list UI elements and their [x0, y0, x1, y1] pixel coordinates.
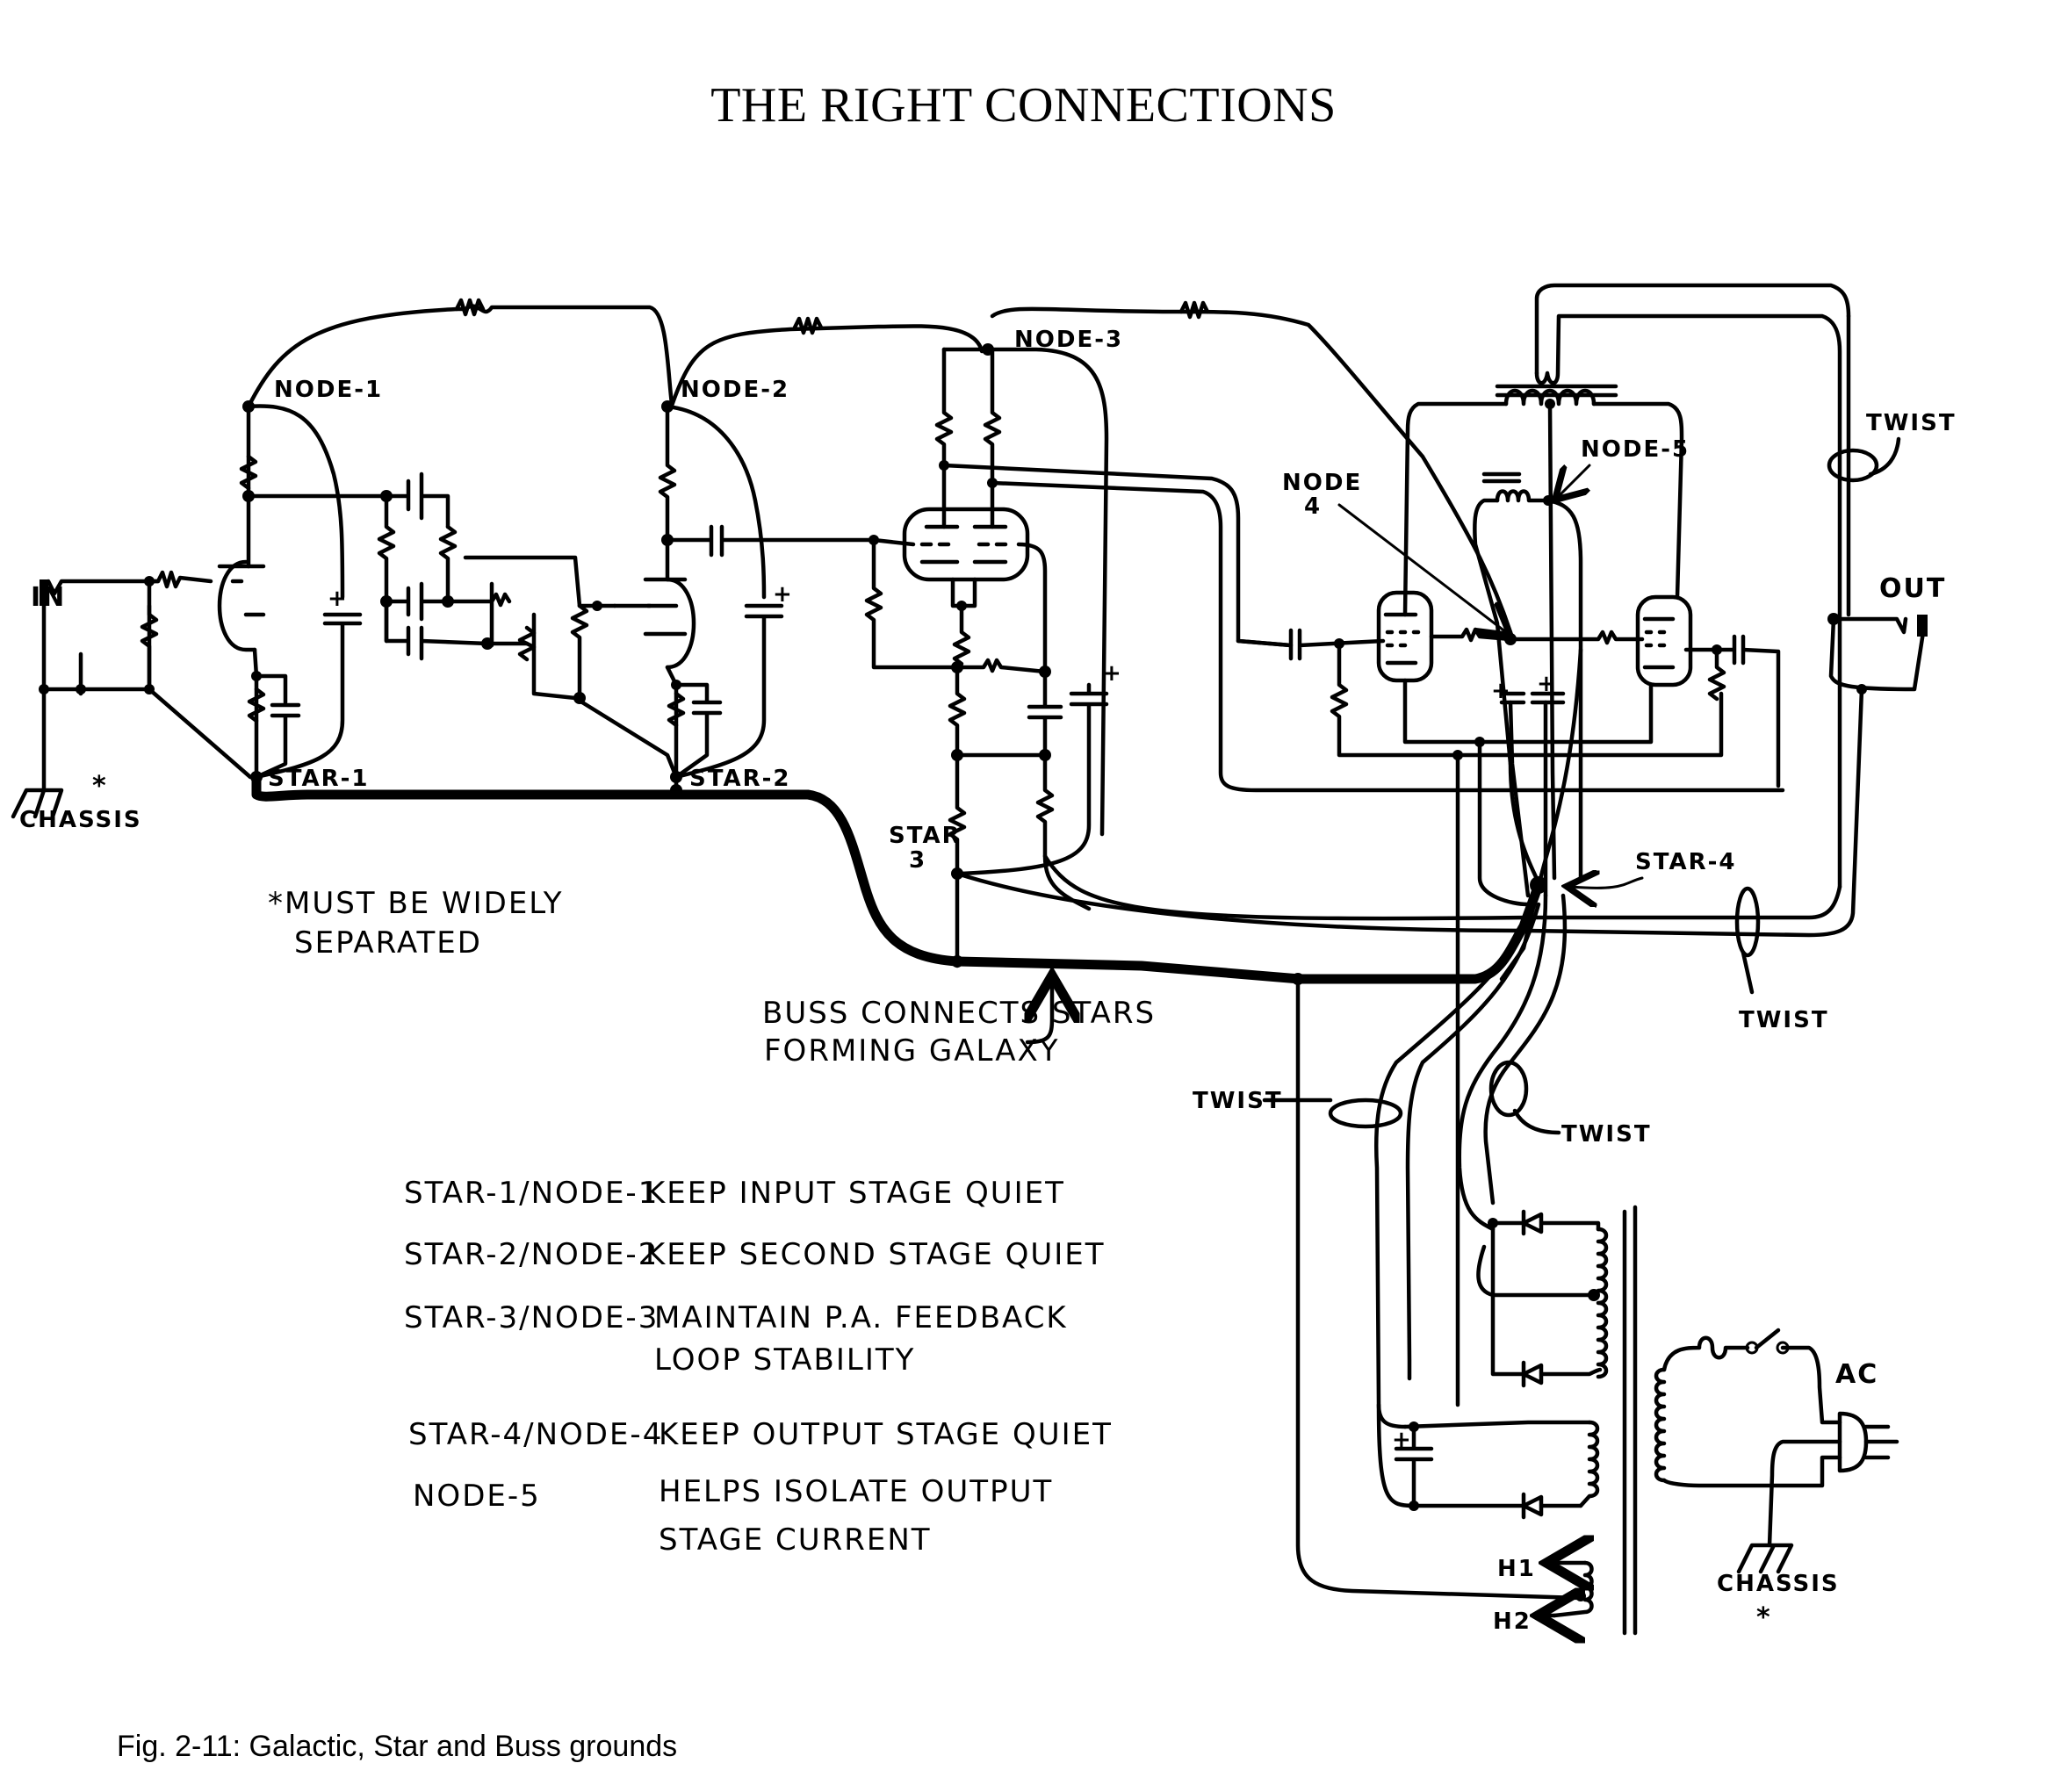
bias-winding-icon — [1578, 1420, 1600, 1508]
node-5-label: NODE-5 — [1581, 436, 1690, 463]
svg-text:+: + — [1392, 1427, 1413, 1453]
legend-text: HELPS ISOLATE OUTPUT — [659, 1474, 1053, 1509]
legend-text: KEEP INPUT STAGE QUIET — [645, 1176, 1065, 1211]
input-jack-icon — [40, 579, 48, 606]
separation-note-line2: SEPARATED — [294, 925, 482, 961]
chassis-ground-left-icon — [11, 788, 64, 819]
chassis-right-asterisk: * — [1756, 1602, 1772, 1633]
twist-loop-supply-right — [1488, 1060, 1529, 1118]
legend-key: STAR-1/NODE-1 — [404, 1176, 659, 1211]
top-feedback-wires — [246, 298, 1513, 635]
fuse-switch-icon — [1661, 1328, 1842, 1425]
twist-label-feedback: TWIST — [1739, 1007, 1829, 1033]
heater-winding-icon — [1552, 1560, 1594, 1618]
hv-winding-icon — [1596, 1227, 1609, 1379]
tone-stack — [377, 471, 679, 780]
legend-text: KEEP SECOND STAGE QUIET — [645, 1237, 1106, 1272]
svg-text:+: + — [773, 581, 794, 608]
twist-loop-supply-left — [1328, 1098, 1403, 1129]
twist-label-supply-left: TWIST — [1193, 1088, 1283, 1114]
rectifier-diode-bottom-icon — [1490, 1220, 1603, 1388]
node-4-label-line1: NODE — [1282, 470, 1362, 496]
node-4-label-line2: 4 — [1304, 493, 1322, 520]
star-3-label-line2: 3 — [909, 847, 926, 874]
legend-key: STAR-2/NODE-2 — [404, 1237, 659, 1272]
output-jack-icon — [1917, 615, 1928, 637]
feedback-resistor-2 — [792, 316, 824, 335]
legend: STAR-1/NODE-1 KEEP INPUT STAGE QUIET STA… — [404, 1176, 1113, 1558]
twist-label-supply-right: TWIST — [1561, 1121, 1652, 1148]
star-2-label: STAR-2 — [689, 766, 790, 792]
power-transformer-core — [1622, 1205, 1638, 1636]
separation-note-line1: *MUST BE WIDELY — [268, 886, 564, 921]
node-3-label: NODE-3 — [1014, 327, 1123, 353]
legend-text: MAINTAIN P.A. FEEDBACK — [654, 1300, 1068, 1335]
rectifier-diode-top-icon — [1490, 1209, 1601, 1236]
feedback-resistor-3 — [1178, 300, 1210, 320]
buss-note-line2: FORMING GALAXY — [764, 1033, 1060, 1069]
input-stage: + — [11, 400, 389, 819]
chassis-left-label: CHASSIS — [19, 807, 142, 833]
node-2-label: NODE-2 — [681, 377, 789, 403]
legend-key: NODE-5 — [413, 1479, 541, 1514]
output-tube-right-icon — [1635, 594, 1693, 687]
ac-label: AC — [1835, 1359, 1878, 1390]
tube-v2-icon — [665, 577, 696, 670]
svg-text:+: + — [1491, 678, 1512, 704]
chassis-ground-right-icon — [1736, 1543, 1794, 1574]
legend-key: STAR-3/NODE-3 — [404, 1300, 659, 1335]
legend-text: KEEP OUTPUT STAGE QUIET — [659, 1417, 1113, 1452]
output-transformer-primary-icon — [1503, 388, 1597, 407]
feedback-resistor-1 — [454, 298, 486, 317]
figure-caption: Fig. 2-11: Galactic, Star and Buss groun… — [117, 1730, 678, 1763]
svg-text:+: + — [1102, 660, 1123, 687]
twist-loop-feedback — [1734, 886, 1761, 958]
ac-plug-icon — [1837, 1411, 1869, 1473]
star-1-label: STAR-1 — [268, 766, 369, 792]
chassis-left-asterisk: * — [92, 771, 108, 802]
star-4-label: STAR-4 — [1635, 849, 1736, 875]
second-stage: + — [612, 400, 876, 783]
label-pointers — [1337, 464, 1644, 888]
legend-text: STAGE CURRENT — [659, 1522, 932, 1558]
buss-note-line1: BUSS CONNECTS STARS — [762, 996, 1156, 1031]
star-3-label-line1: STAR — [889, 823, 962, 849]
primary-winding-icon — [1654, 1367, 1667, 1483]
legend-key: STAR-4/NODE-4 — [408, 1417, 663, 1452]
node-1-label: NODE-1 — [274, 377, 383, 403]
chassis-right-label: CHASSIS — [1717, 1571, 1840, 1597]
legend-text: LOOP STABILITY — [654, 1342, 915, 1378]
input-label: IN — [31, 582, 66, 613]
page-title: THE RIGHT CONNECTIONS — [710, 78, 1337, 133]
tube-v1-icon — [217, 559, 257, 652]
output-label: OUT — [1879, 573, 1946, 604]
heater-h2-label: H2 — [1493, 1608, 1532, 1635]
twist-loop-output — [1827, 448, 1879, 483]
output-stage: + + — [1236, 283, 1928, 1407]
phase-splitter-stage: + — [864, 343, 1785, 968]
svg-text:+: + — [1537, 671, 1558, 697]
heater-h1-label: H1 — [1497, 1556, 1536, 1582]
twist-label-output: TWIST — [1866, 410, 1957, 436]
power-supply: + — [1262, 893, 1899, 1636]
svg-text:+: + — [328, 586, 349, 612]
